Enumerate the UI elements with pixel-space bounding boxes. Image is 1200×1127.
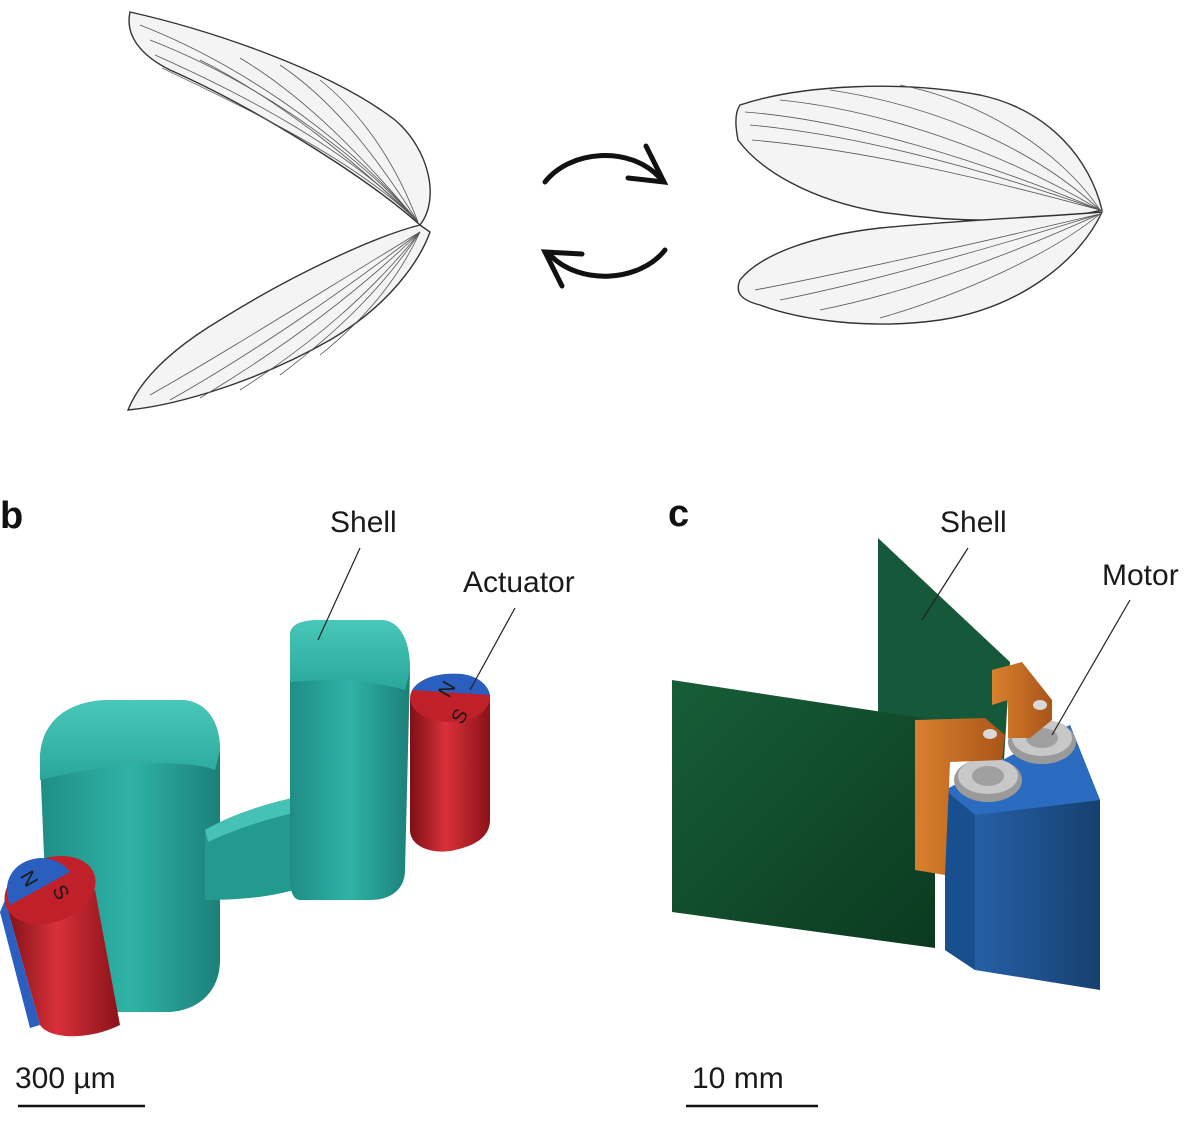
leader-shell-c [921, 547, 969, 621]
closed-shell-drawing [735, 84, 1104, 325]
panel-a [126, 11, 1104, 411]
magnet-right: N S [410, 673, 490, 852]
scale-bar-label-c: 10 mm [692, 1062, 784, 1095]
right-shell-block [290, 620, 410, 900]
magnet-left: N S [0, 855, 120, 1037]
leader-actuator [469, 607, 516, 691]
bracket-upper [992, 662, 1052, 738]
leader-shell-b [317, 547, 361, 641]
leader-motor [1051, 599, 1131, 736]
scale-bar-label-b: 300 µm [15, 1062, 116, 1095]
panel-c-letter: c [668, 493, 689, 535]
cycle-arrows-icon [540, 143, 669, 289]
open-shell-drawing [126, 11, 431, 411]
shell-plate-back [878, 538, 1010, 760]
label-motor: Motor [1102, 559, 1179, 592]
panel-b: b N S N S [0, 495, 575, 1108]
bracket-lower [915, 718, 1005, 875]
shell-plate-front [672, 680, 935, 948]
label-shell-b: Shell [330, 506, 397, 539]
label-shell-c: Shell [940, 506, 1007, 539]
label-actuator: Actuator [463, 566, 575, 599]
panel-c: c Shell Mot [668, 493, 1179, 1108]
panel-b-letter: b [0, 495, 23, 537]
